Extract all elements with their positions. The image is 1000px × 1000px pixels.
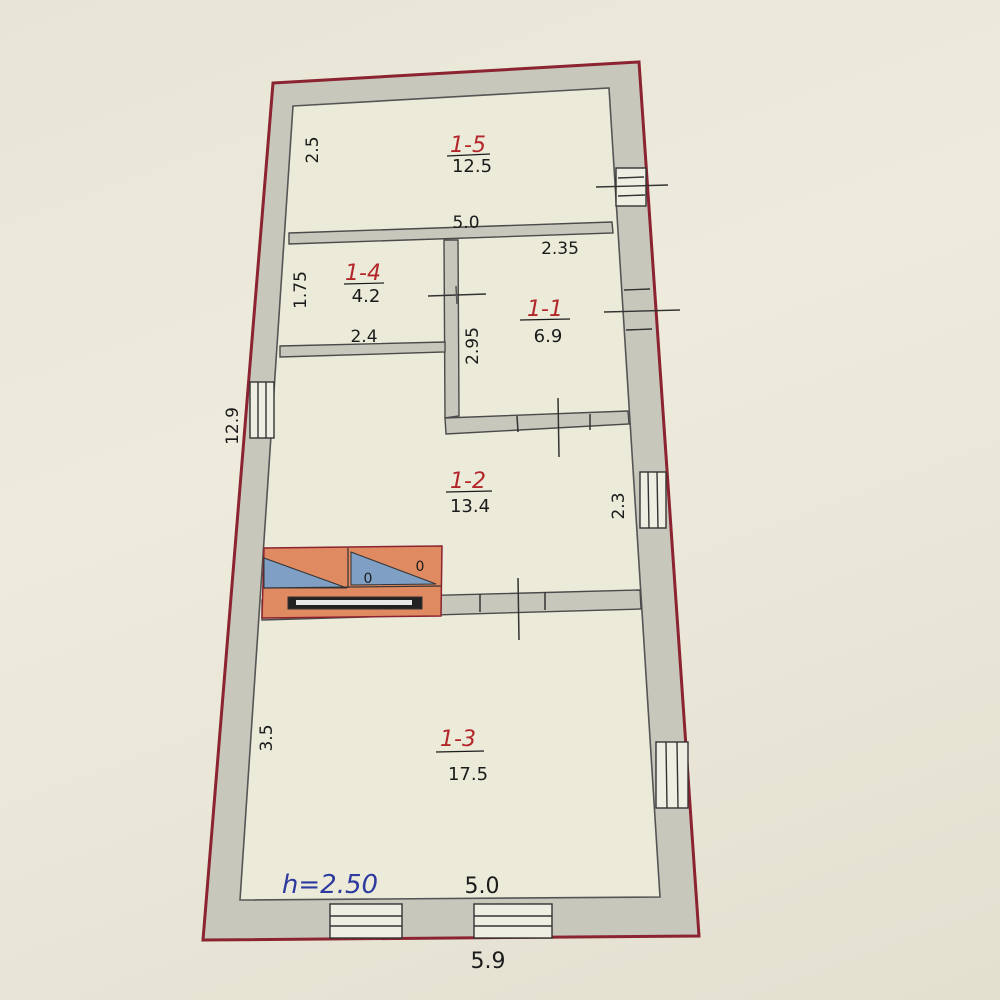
inner-outline bbox=[239, 87, 661, 901]
partition-1-1-bottom bbox=[444, 410, 630, 435]
window-right-1-1 bbox=[603, 288, 681, 331]
dim-outer-width: 5.9 bbox=[471, 949, 506, 974]
dim-room-1-3-height: 3.5 bbox=[257, 724, 277, 751]
dim-room-1-2-height: 2.3 bbox=[609, 492, 629, 519]
dim-top-room-height: 2.5 bbox=[303, 136, 323, 163]
stove: 0 0 bbox=[261, 545, 443, 619]
dim-room-1-4-height: 1.75 bbox=[291, 271, 311, 309]
dim-room-1-1-width: 2.35 bbox=[541, 239, 579, 259]
room-id-1-5: 1-5 bbox=[450, 133, 486, 158]
dim-inner-width-bottom: 5.0 bbox=[465, 874, 500, 899]
window-right-1-3 bbox=[655, 741, 689, 809]
stove-burner-right: 0 bbox=[416, 559, 425, 575]
door-1-1 bbox=[557, 397, 560, 458]
room-id-1-1: 1-1 bbox=[527, 297, 563, 322]
dimension-labels: 2.5 5.0 2.35 1.75 2.4 2.95 12.9 2.3 3.5 … bbox=[223, 136, 629, 974]
outer-outline bbox=[201, 60, 701, 942]
partition-1-5 bbox=[288, 221, 614, 245]
dim-overall-length: 12.9 bbox=[223, 407, 243, 445]
room-id-1-2: 1-2 bbox=[450, 469, 486, 494]
doors bbox=[427, 285, 591, 641]
window-left bbox=[249, 381, 275, 439]
dim-room-1-4-width: 2.4 bbox=[350, 327, 377, 347]
window-bottom-right bbox=[473, 903, 553, 939]
room-area-1-2: 13.4 bbox=[450, 496, 490, 517]
room-area-1-4: 4.2 bbox=[352, 286, 381, 307]
door-1-3 bbox=[517, 577, 520, 641]
room-area-1-3: 17.5 bbox=[448, 764, 488, 785]
exterior-walls bbox=[201, 60, 701, 942]
partition-1-4-bottom bbox=[279, 341, 446, 358]
dim-top-room-width: 5.0 bbox=[452, 213, 479, 233]
room-labels: 1-5 12.5 1-4 4.2 1-1 6.9 1-2 13.4 1-3 17… bbox=[343, 133, 571, 785]
windows bbox=[249, 167, 689, 939]
dim-room-1-1-height: 2.95 bbox=[463, 327, 483, 365]
ceiling-height-note: h=2.50 bbox=[282, 870, 378, 900]
partition-1-4-1-1 bbox=[443, 239, 460, 419]
room-area-1-5: 12.5 bbox=[452, 156, 492, 177]
room-id-1-4: 1-4 bbox=[345, 261, 381, 286]
window-right-1-2 bbox=[639, 471, 667, 529]
window-right-upper bbox=[595, 167, 669, 207]
window-bottom-left bbox=[329, 903, 403, 939]
room-id-1-3: 1-3 bbox=[440, 727, 476, 752]
stove-blue-right bbox=[350, 551, 437, 586]
stove-burner-left: 0 bbox=[364, 571, 373, 587]
room-area-1-1: 6.9 bbox=[534, 326, 563, 347]
